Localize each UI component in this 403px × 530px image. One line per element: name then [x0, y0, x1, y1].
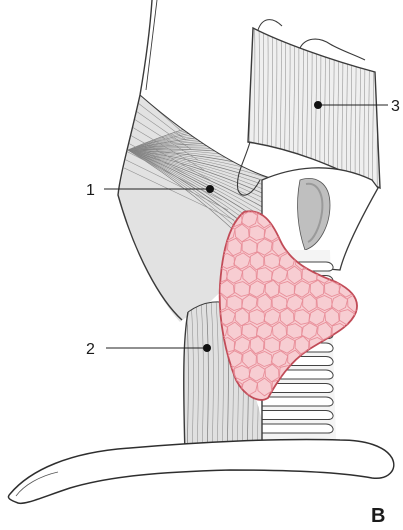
pointer-dot-1	[206, 185, 214, 193]
panel-label: B	[371, 505, 385, 527]
label-1: 1	[86, 182, 95, 199]
lower-bone	[8, 439, 393, 503]
pointer-dot-2	[203, 344, 211, 352]
label-3: 3	[391, 98, 400, 115]
upper-strap-muscle	[140, 0, 157, 95]
label-2: 2	[86, 341, 95, 358]
pointer-dot-3	[314, 101, 322, 109]
